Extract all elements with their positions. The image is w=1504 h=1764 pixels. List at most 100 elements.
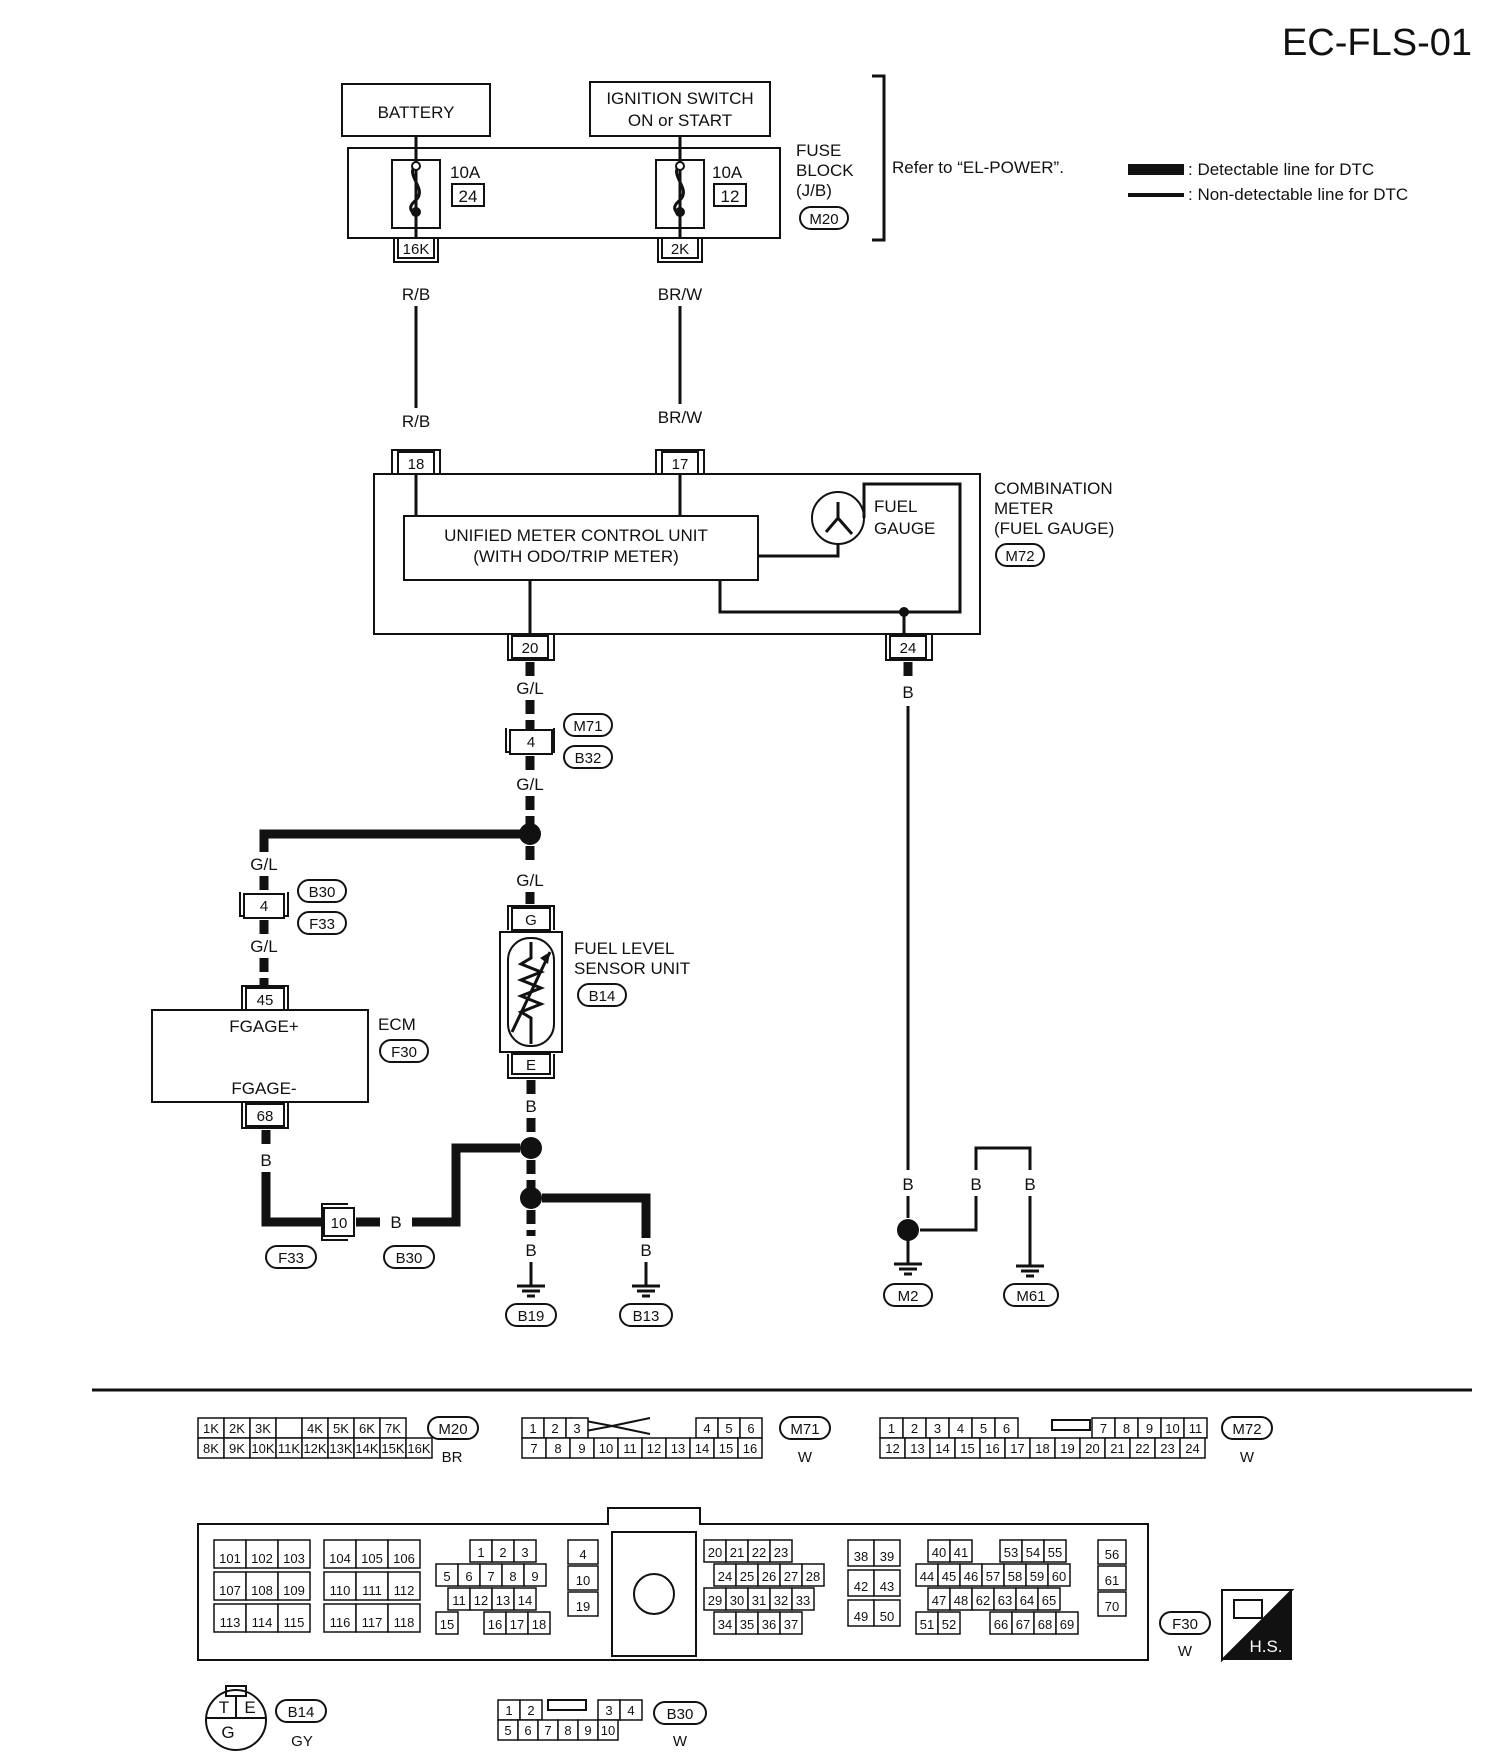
- f30-g7r1a-pin: 40: [932, 1545, 946, 1560]
- m72-row2-pin: 24: [1185, 1441, 1199, 1456]
- m71-view-id: [779, 1416, 831, 1440]
- f30-g5r4-pin: 34: [718, 1617, 732, 1632]
- splice-b-2: [520, 1187, 542, 1209]
- f30-g3r3-pin: 13: [496, 1593, 510, 1608]
- svg-text:B19: B19: [518, 1308, 545, 1325]
- f30-g3r4b-pin: 17: [510, 1617, 524, 1632]
- m71-view-color: W: [798, 1449, 813, 1466]
- page-code: EC-FLS-01: [1282, 22, 1472, 64]
- svg-text:24: 24: [900, 640, 917, 657]
- b30-row1b-pin: 3: [605, 1703, 612, 1718]
- combination-meter-label-1: COMBINATION: [994, 479, 1113, 498]
- f30-g3r1-pin: 1: [477, 1545, 484, 1560]
- f30-g3r4b-cell: [527, 1611, 551, 1635]
- ground-m61-icon: [1014, 1256, 1046, 1278]
- f30-g7r1b-pin: 55: [1048, 1545, 1062, 1560]
- wire-b-label-b13: B: [640, 1241, 651, 1260]
- fuse-24-amp: 10A: [450, 163, 481, 182]
- connector-id-f33: [297, 911, 347, 935]
- f30-g1-cell: [213, 1539, 247, 1569]
- f30-g7r4a-cell: [937, 1611, 961, 1635]
- svg-text:B14: B14: [589, 988, 616, 1005]
- m72-row2-pin: 13: [910, 1441, 924, 1456]
- svg-text:M72: M72: [1232, 1421, 1261, 1438]
- f30-g3r4b-pin: 18: [532, 1617, 546, 1632]
- terminal-24: [889, 635, 927, 659]
- f30-g3r2-pin: 5: [443, 1569, 450, 1584]
- f30-g4-pin: 19: [576, 1599, 590, 1614]
- wire-gl-label-3: G/L: [516, 871, 543, 890]
- m71-row2-pin: 12: [647, 1441, 661, 1456]
- m71-row1b-pin: 6: [747, 1421, 754, 1436]
- f30-g6-cell: [873, 1599, 901, 1627]
- f30-g1-cell: [245, 1603, 279, 1633]
- ecm-fgage-minus: FGAGE-: [231, 1079, 296, 1098]
- svg-text:B30: B30: [667, 1706, 694, 1723]
- sensor-label-2: SENSOR UNIT: [574, 959, 690, 978]
- f30-g2-cell: [387, 1571, 421, 1601]
- f30-g5r4-pin: 35: [740, 1617, 754, 1632]
- svg-text:M20: M20: [438, 1421, 467, 1438]
- f30-g5r2-pin: 25: [740, 1569, 754, 1584]
- f30-g1-cell: [277, 1603, 311, 1633]
- fuse-12-amp: 10A: [712, 163, 743, 182]
- svg-text:G: G: [525, 912, 537, 929]
- f30-g7r4a-pin: 52: [942, 1617, 956, 1632]
- f30-g7r2-pin: 60: [1052, 1569, 1066, 1584]
- connector-id-m71: [563, 713, 613, 737]
- wire-gl-label-4: G/L: [250, 855, 277, 874]
- svg-text:M2: M2: [898, 1288, 919, 1305]
- f30-g1-cell: [277, 1571, 311, 1601]
- m20-row2-pin: 15K: [381, 1441, 404, 1456]
- b30-row2-cell: [597, 1719, 619, 1741]
- m71-row2-pin: 7: [530, 1441, 537, 1456]
- f30-g3r4b-pin: 16: [488, 1617, 502, 1632]
- f30-g6-cell: [847, 1599, 875, 1627]
- svg-text:20: 20: [522, 640, 539, 657]
- f30-g3r2-pin: 6: [465, 1569, 472, 1584]
- f30-view-color: W: [1178, 1643, 1193, 1660]
- f30-g6-pin: 42: [854, 1579, 868, 1594]
- b30-view-id: [653, 1701, 707, 1725]
- ground-b13-icon: [630, 1276, 662, 1298]
- svg-text:4: 4: [527, 734, 535, 751]
- f30-g5r3-pin: 31: [752, 1593, 766, 1608]
- m71-row1b-pin: 5: [725, 1421, 732, 1436]
- f30-g7r2-cell: [1047, 1563, 1071, 1587]
- f30-g7r3-cell: [1037, 1587, 1061, 1611]
- f30-g5r3-pin: 30: [730, 1593, 744, 1608]
- m72-row1b-pin: 7: [1100, 1421, 1107, 1436]
- f30-g7r4b-pin: 67: [1016, 1617, 1030, 1632]
- m72-row2-pin: 17: [1010, 1441, 1024, 1456]
- m20-row2-pin: 8K: [203, 1441, 219, 1456]
- f30-g2-pin: 105: [361, 1551, 383, 1566]
- m72-row1b-pin: 9: [1146, 1421, 1153, 1436]
- f30-g7r4b-pin: 66: [994, 1617, 1008, 1632]
- fuse-block-label-2: BLOCK: [796, 161, 854, 180]
- f30-g4-cell: [567, 1565, 599, 1591]
- m72-row1a-pin: 6: [1003, 1421, 1010, 1436]
- wire-gl-branch: [259, 829, 520, 852]
- sensor-terminal-g: [511, 907, 551, 931]
- svg-text:68: 68: [257, 1108, 274, 1125]
- sensor-label-1: FUEL LEVEL: [574, 939, 674, 958]
- fuel-level-sensor-unit: [499, 931, 563, 1053]
- b14-pin-t: T: [219, 1698, 229, 1717]
- fuse-block-label-3: (J/B): [796, 181, 832, 200]
- m20-row1-pin: 6K: [359, 1421, 375, 1436]
- m71-row2-pin: 9: [578, 1441, 585, 1456]
- f30-g2-pin: 116: [330, 1615, 351, 1630]
- svg-text:18: 18: [408, 456, 425, 473]
- b30-row1a-pin: 2: [527, 1703, 534, 1718]
- m20-row1-cell: [275, 1417, 303, 1439]
- m20-row1-pin: 2K: [229, 1421, 245, 1436]
- f30-g7r3-pin: 65: [1042, 1593, 1056, 1608]
- connector-id-m72: [995, 543, 1045, 567]
- m20-row2-pin: 9K: [229, 1441, 245, 1456]
- m72-row2-cell: [1179, 1437, 1206, 1459]
- b30-row2-pin: 8: [564, 1723, 571, 1738]
- ground-m2-icon: [892, 1254, 924, 1276]
- b30-row2-pin: 6: [524, 1723, 531, 1738]
- svg-text:45: 45: [257, 992, 274, 1009]
- f30-g6-cell: [847, 1569, 875, 1597]
